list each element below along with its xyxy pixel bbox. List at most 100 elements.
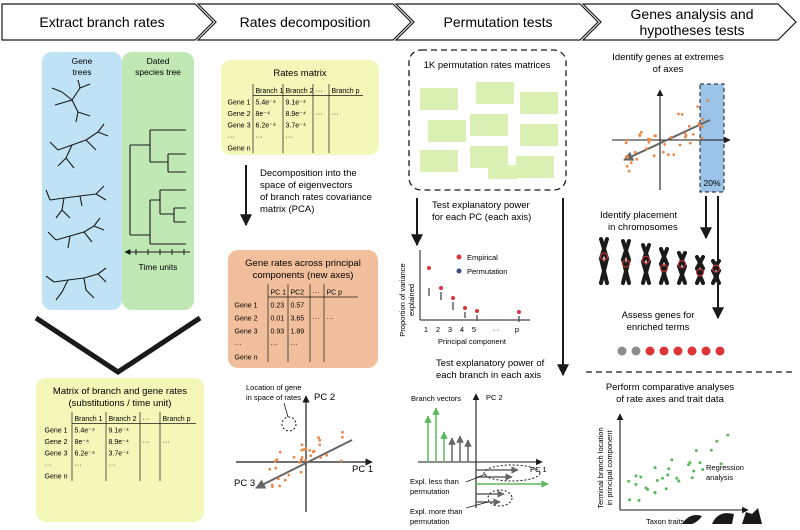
pc1-label: PC 1 — [352, 464, 373, 475]
table-cell: Gene 3 — [45, 451, 68, 458]
permutation-matrices-panel: 1K permutation rates matrices — [408, 49, 567, 191]
gene-point — [638, 134, 642, 138]
pc3-axis — [255, 439, 353, 489]
gene-point — [633, 150, 637, 154]
trait-point — [688, 461, 692, 465]
test-branch-1: Test explanatory power of — [436, 358, 545, 369]
gene-point — [662, 150, 665, 154]
pc-title-2: components (new axes) — [253, 270, 354, 281]
pc-title-1: Gene rates across principal — [245, 258, 361, 269]
gene-point — [341, 430, 344, 434]
branch-vectors-plot: Branch vectors PC 2 PC 1 Expl. less than… — [410, 393, 549, 526]
regression-ylabel-2: in principal component — [605, 430, 614, 506]
gene-point — [624, 141, 628, 145]
table-cell: Gene 2 — [45, 439, 68, 446]
xtick-label: p — [515, 325, 519, 334]
less-than-1: Expl. less than — [410, 477, 459, 486]
table-cell: Gene n — [228, 146, 251, 153]
variance-ylabel-2: explained — [407, 284, 416, 316]
table-cell: 8.9e⁻⁴ — [286, 111, 306, 118]
table-cell: 8e⁻⁴ — [75, 439, 90, 446]
pca-scatter: Location of gene in space of rates PC 2 … — [234, 383, 373, 512]
table-cell: ··· — [228, 134, 235, 141]
header-1-title: Extract branch rates — [39, 14, 164, 30]
gene-point — [309, 454, 313, 457]
table-cell: 6.2e⁻⁴ — [75, 451, 95, 458]
gene-point — [678, 143, 682, 147]
table-cell: ··· — [316, 111, 323, 118]
xtick-label: 4 — [460, 325, 464, 334]
table-header-cell: Branch 2 — [286, 88, 314, 95]
xtick-label: 1 — [424, 325, 428, 334]
empirical-point — [439, 286, 443, 290]
header-3-title: Permutation tests — [444, 14, 553, 30]
chromosome — [694, 255, 706, 285]
pca-line-2: space of eigenvectors — [260, 180, 353, 191]
regression-label-1: Regression — [706, 463, 744, 472]
pca-line-1: Decomposition into the — [260, 168, 357, 179]
gene-point — [308, 449, 312, 452]
trait-point — [694, 449, 698, 452]
trait-point — [715, 439, 719, 443]
xtick-label: 3 — [448, 325, 452, 334]
test-pc-1: Test explanatory power — [432, 200, 530, 211]
pca-text: Decomposition into the space of eigenvec… — [260, 168, 372, 215]
empirical-point — [475, 309, 479, 313]
table-cell: Gene 3 — [235, 329, 258, 336]
gene-point — [312, 449, 316, 453]
table-cell: ··· — [75, 462, 82, 469]
table-cell: 0.93 — [271, 329, 285, 336]
gene-point — [683, 132, 687, 135]
table-cell: 8e⁻⁴ — [256, 111, 271, 118]
table-cell: Gene 3 — [228, 123, 251, 130]
empirical-point — [463, 306, 467, 310]
table-cell: 5.4e⁻⁴ — [256, 100, 276, 107]
gene-point — [317, 436, 320, 440]
table-cell: ··· — [163, 439, 170, 446]
gene-point — [653, 134, 656, 138]
regression-xlabel: Taxon traits — [646, 517, 685, 526]
table-cell: 0.23 — [271, 303, 285, 310]
gene-point — [639, 130, 643, 134]
trait-point — [690, 476, 694, 480]
table-cell: Gene 1 — [228, 100, 251, 107]
trait-point — [675, 476, 679, 480]
legend-empirical: Empirical — [467, 253, 498, 262]
gene-point — [318, 438, 322, 442]
pca-line-4: matrix (PCA) — [260, 204, 314, 215]
gene-point — [701, 117, 705, 121]
trait-point — [655, 479, 659, 482]
species-tree-label-1: Dated — [147, 56, 170, 66]
trait-point — [653, 466, 657, 470]
time-units-label: Time units — [139, 262, 178, 272]
gene-trees-panel: Gene trees — [42, 52, 122, 310]
table-cell: 5.4e⁻⁴ — [75, 428, 95, 435]
table-cell: 9.1e⁻⁴ — [286, 100, 306, 107]
trait-point — [637, 498, 641, 502]
gene-point — [274, 466, 278, 470]
chromosome — [620, 239, 632, 285]
header-step-2: Rates decomposition — [196, 3, 412, 41]
gene-point — [325, 453, 329, 457]
empirical-point — [451, 296, 455, 300]
perm-matrix-tiles — [420, 82, 558, 179]
gene-point — [341, 435, 344, 439]
gene-tree-icons — [45, 79, 109, 301]
matrix-title-1: Matrix of branch and gene rates — [53, 386, 187, 397]
table-cell: ··· — [109, 462, 116, 469]
trait-point — [667, 467, 671, 471]
bv-pc1-label: PC 1 — [530, 465, 547, 474]
table-cell: 0.01 — [271, 316, 285, 323]
regression-points — [627, 433, 730, 502]
trait-point — [639, 475, 643, 479]
perm-title: 1K permutation rates matrices — [424, 60, 551, 71]
table-header-cell: Branch 1 — [256, 88, 284, 95]
gene-point — [688, 141, 692, 145]
gene-trees-label-2: trees — [73, 67, 92, 77]
table-cell: 6.2e⁻⁴ — [256, 123, 276, 130]
gene-point — [299, 470, 303, 474]
table-cell: Gene 1 — [45, 428, 68, 435]
gene-point — [652, 154, 656, 158]
